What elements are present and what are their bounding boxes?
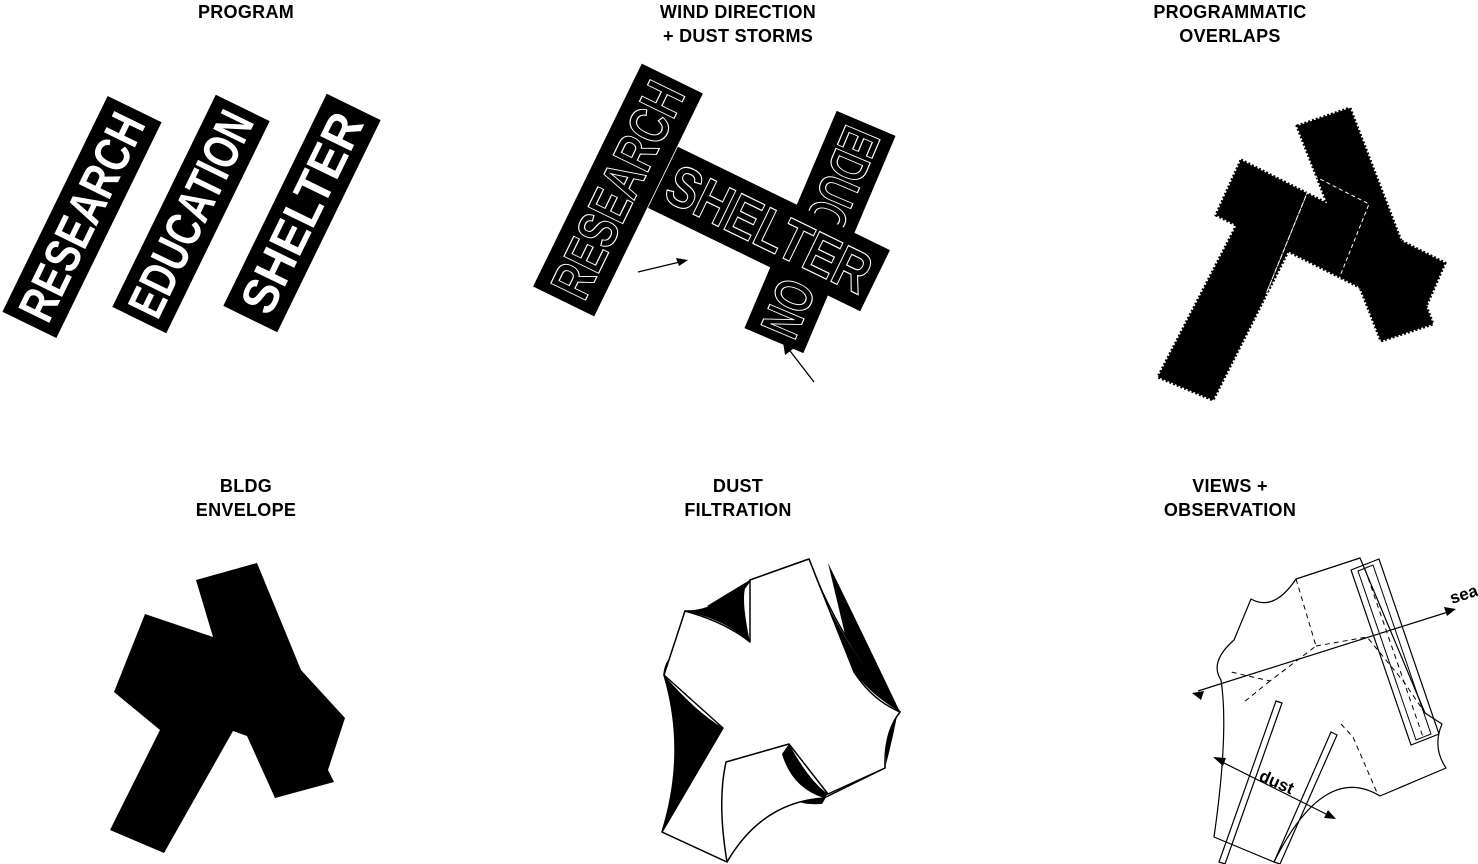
- panel-title-program: PROGRAM: [0, 0, 492, 24]
- shelter-overlap-bar: [1214, 158, 1447, 320]
- wind-arrow-east: [637, 258, 688, 273]
- dust-pocket: [828, 563, 900, 712]
- dust-channel-left: [1218, 700, 1283, 864]
- dust-flow-arrow: [1213, 757, 1336, 819]
- title-line: DUST: [712, 476, 764, 496]
- wind-arrow-northwest: [783, 342, 815, 383]
- title-line: PROGRAMMATIC: [1153, 2, 1307, 22]
- title-line: WIND DIRECTION: [659, 2, 817, 22]
- panel-overlaps: PROGRAMMATIC OVERLAPS: [984, 0, 1476, 432]
- views-diagram: sea dust: [1192, 557, 1478, 864]
- observation-frame: [1350, 558, 1440, 746]
- sea-view-arrow: [1192, 607, 1456, 700]
- panel-title-views: VIEWS + OBSERVATION: [984, 474, 1476, 522]
- wind-diagram: EDUCATION RESEARCH SHELTER: [533, 63, 896, 383]
- title-line: ENVELOPE: [195, 500, 297, 520]
- panel-filtration: DUST FILTRATION: [492, 432, 984, 864]
- panel-title-overlaps: PROGRAMMATIC OVERLAPS: [984, 0, 1476, 48]
- title-line: BLDG: [219, 476, 273, 496]
- building-envelope: [110, 563, 345, 853]
- overlaps-diagram: [1156, 106, 1447, 402]
- panel-title-wind: WIND DIRECTION + DUST STORMS: [492, 0, 984, 48]
- dust-label: dust: [1256, 766, 1297, 798]
- panel-envelope: BLDG ENVELOPE: [0, 432, 492, 864]
- dust-channel-right: [1273, 731, 1338, 864]
- sea-label: sea: [1447, 581, 1478, 608]
- program-diagram: RESEARCH EDUCATION SHELTER: [2, 93, 381, 339]
- panel-title-envelope: BLDG ENVELOPE: [0, 474, 492, 522]
- title-line: OVERLAPS: [1179, 26, 1281, 46]
- envelope-outline: [1213, 557, 1447, 863]
- title-line: OBSERVATION: [1163, 500, 1297, 520]
- panel-views: VIEWS + OBSERVATION sea dust: [984, 432, 1478, 864]
- observation-frame-inner: [1357, 564, 1432, 741]
- panel-program: PROGRAM RESEARCH EDUCATION SHELTER: [0, 0, 492, 432]
- panel-wind: WIND DIRECTION + DUST STORMS EDUCATION R…: [492, 0, 984, 432]
- title-line: + DUST STORMS: [662, 26, 814, 46]
- envelope-diagram: [110, 563, 345, 853]
- title-line: PROGRAM: [197, 2, 295, 22]
- title-line: VIEWS +: [1192, 476, 1268, 496]
- panel-title-filtration: DUST FILTRATION: [492, 474, 984, 522]
- title-line: FILTRATION: [684, 500, 792, 520]
- filtration-diagram: [661, 558, 901, 863]
